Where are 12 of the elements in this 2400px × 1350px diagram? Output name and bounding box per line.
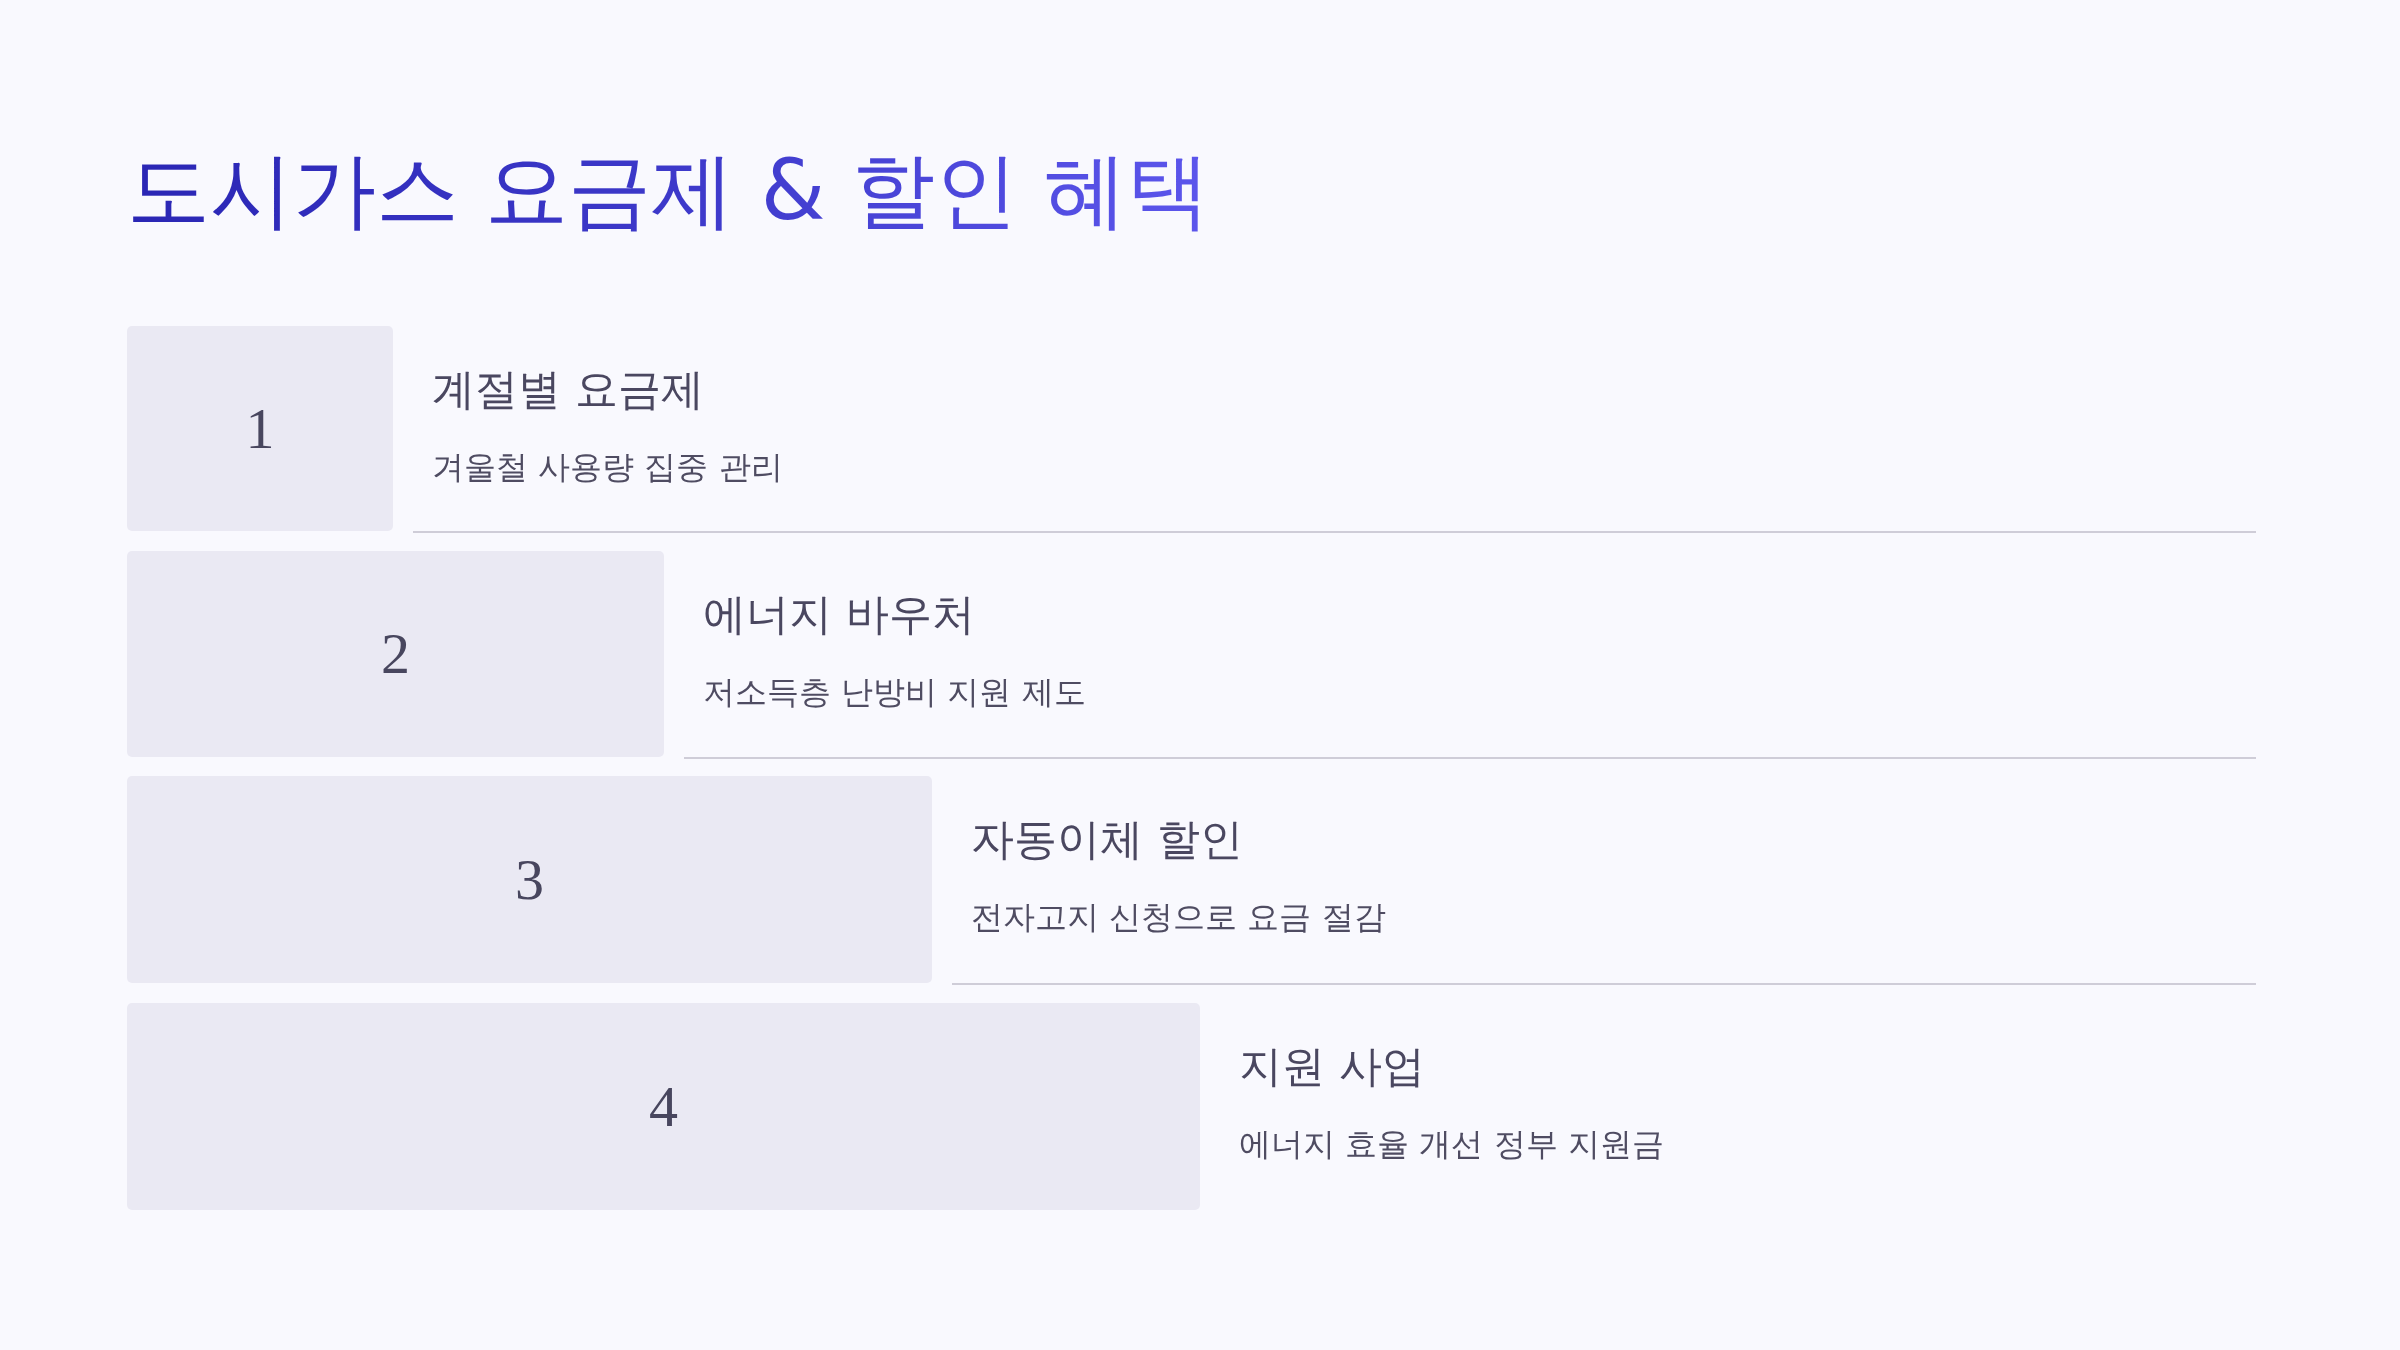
step-heading: 계절별 요금제	[432, 363, 704, 416]
step-description: 전자고지 신청으로 요금 절감	[971, 897, 1386, 938]
step-number: 3	[515, 845, 544, 914]
step-number: 2	[381, 620, 410, 688]
step-heading: 자동이체 할인	[971, 813, 1243, 866]
step-number: 1	[245, 394, 275, 463]
step-description: 저소득층 난방비 지원 제도	[703, 672, 1086, 713]
step-description: 겨울철 사용량 집중 관리	[432, 447, 783, 488]
step-heading: 지원 사업	[1239, 1040, 1425, 1093]
step-description: 에너지 효율 개선 정부 지원금	[1239, 1124, 1664, 1165]
step-number: 4	[649, 1072, 678, 1141]
step-heading: 에너지 바우처	[703, 588, 975, 641]
